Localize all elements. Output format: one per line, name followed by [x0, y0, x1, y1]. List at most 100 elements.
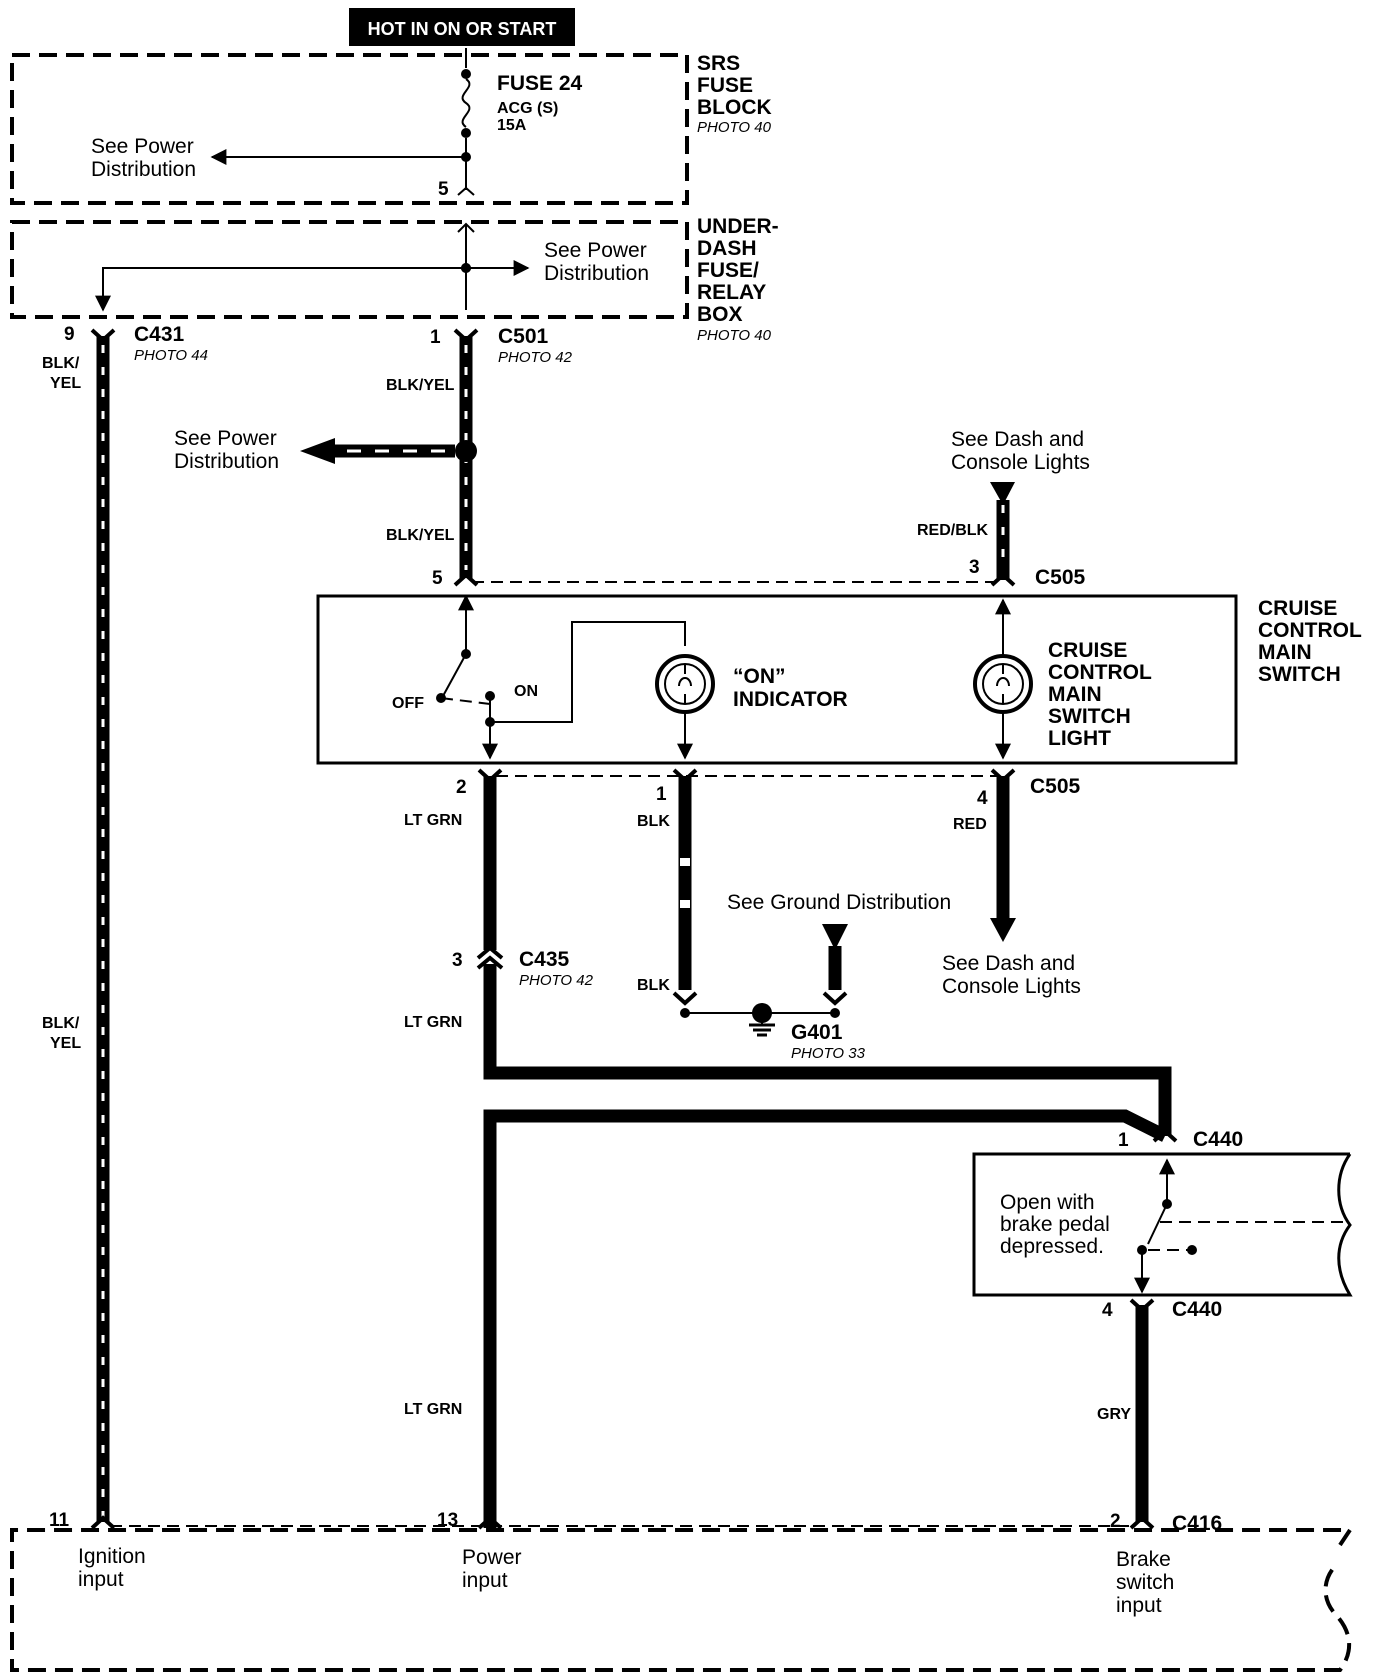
- svg-text:Distribution: Distribution: [91, 158, 196, 181]
- hot-label: HOT IN ON OR START: [349, 8, 575, 46]
- svg-text:SWITCH: SWITCH: [1048, 705, 1131, 728]
- svg-text:PHOTO 44: PHOTO 44: [134, 347, 208, 364]
- svg-text:RELAY: RELAY: [697, 281, 766, 304]
- svg-text:G401: G401: [791, 1021, 843, 1044]
- svg-text:C435: C435: [519, 948, 570, 971]
- svg-text:1: 1: [430, 327, 441, 348]
- svg-text:PHOTO 40: PHOTO 40: [697, 327, 772, 344]
- svg-text:2: 2: [456, 777, 467, 798]
- svg-text:brake pedal: brake pedal: [1000, 1213, 1110, 1236]
- svg-text:ACG (S): ACG (S): [497, 100, 558, 117]
- svg-text:input: input: [1116, 1594, 1162, 1617]
- svg-text:Power: Power: [462, 1546, 522, 1569]
- svg-text:input: input: [78, 1568, 124, 1591]
- svg-text:YEL: YEL: [50, 1035, 81, 1052]
- svg-text:depressed.: depressed.: [1000, 1235, 1104, 1258]
- svg-text:BLK/: BLK/: [42, 355, 80, 372]
- svg-text:LT GRN: LT GRN: [404, 1014, 462, 1031]
- svg-text:BLK/YEL: BLK/YEL: [386, 377, 455, 394]
- svg-text:3: 3: [452, 950, 463, 971]
- svg-text:C440: C440: [1172, 1298, 1222, 1321]
- svg-text:C416: C416: [1172, 1512, 1222, 1535]
- svg-text:SWITCH: SWITCH: [1258, 663, 1341, 686]
- svg-text:Ignition: Ignition: [78, 1545, 146, 1568]
- svg-text:C505: C505: [1035, 566, 1086, 589]
- underdash-fuse-relay-box: See Power Distribution UNDER- DASH FUSE/…: [10, 215, 779, 344]
- svg-text:See Dash and: See Dash and: [951, 428, 1084, 451]
- wire-blk-ground: BLK BLK See Ground Distribution G401 PHO…: [637, 776, 951, 1062]
- svg-text:5: 5: [438, 179, 449, 200]
- wire-blk-yel-mid: 1 C501 PHOTO 42 BLK/YEL BLK/YEL See Powe…: [174, 325, 573, 587]
- svg-text:9: 9: [64, 324, 75, 345]
- svg-text:input: input: [462, 1569, 508, 1592]
- svg-text:RED/BLK: RED/BLK: [917, 522, 989, 539]
- switch-on-label: ON: [514, 683, 538, 700]
- svg-text:Distribution: Distribution: [174, 450, 279, 473]
- svg-text:PHOTO 42: PHOTO 42: [519, 972, 594, 989]
- fuse-name: FUSE 24: [497, 72, 583, 95]
- svg-text:C505: C505: [1030, 775, 1081, 798]
- svg-text:Open with: Open with: [1000, 1191, 1095, 1214]
- svg-text:CONTROL: CONTROL: [1258, 619, 1362, 642]
- svg-text:Console Lights: Console Lights: [951, 451, 1090, 474]
- brake-switch: 1 C440 Open with brake pedal depressed. …: [972, 1128, 1353, 1535]
- svg-text:“ON”: “ON”: [733, 665, 786, 688]
- svg-text:SRS: SRS: [697, 52, 740, 75]
- wire-red-blk: See Dash and Console Lights RED/BLK: [917, 428, 1090, 587]
- srs-fuse-block: FUSE 24 ACG (S) 15A See Power Distributi…: [10, 48, 772, 205]
- svg-text:See Power: See Power: [544, 239, 647, 262]
- svg-text:11: 11: [49, 1510, 70, 1531]
- svg-text:See Ground Distribution: See Ground Distribution: [727, 891, 951, 914]
- svg-text:CRUISE: CRUISE: [1258, 597, 1337, 620]
- svg-text:2: 2: [1110, 1511, 1121, 1532]
- svg-text:HOT IN ON OR START: HOT IN ON OR START: [368, 19, 557, 39]
- svg-text:CRUISE: CRUISE: [1048, 639, 1127, 662]
- svg-text:BLK/: BLK/: [42, 1015, 80, 1032]
- wire-blk-yel-left: 9 C431 PHOTO 44 BLK/ YEL BLK/ YEL: [42, 323, 208, 1530]
- svg-text:1: 1: [656, 784, 667, 805]
- switch-off-label: OFF: [392, 695, 424, 712]
- control-unit-inputs: 11 Ignition input Power input Brake swit…: [10, 1510, 1354, 1672]
- svg-text:4: 4: [1102, 1300, 1113, 1321]
- svg-text:MAIN: MAIN: [1048, 683, 1102, 706]
- cruise-control-main-switch: OFF ON “ON” INDICATOR CRUISE CONTROL MAI…: [316, 594, 1362, 765]
- svg-text:MAIN: MAIN: [1258, 641, 1312, 664]
- svg-text:UNDER-: UNDER-: [697, 215, 779, 238]
- svg-text:LT GRN: LT GRN: [404, 812, 462, 829]
- svg-text:RED: RED: [953, 816, 987, 833]
- svg-text:PHOTO 42: PHOTO 42: [498, 349, 573, 366]
- svg-text:BLK/YEL: BLK/YEL: [386, 527, 455, 544]
- svg-text:PHOTO 40: PHOTO 40: [697, 119, 772, 136]
- svg-text:FUSE/: FUSE/: [697, 259, 759, 282]
- svg-text:CONTROL: CONTROL: [1048, 661, 1152, 684]
- svg-text:1: 1: [1118, 1130, 1129, 1151]
- wire-red: RED See Dash and Console Lights: [942, 776, 1081, 998]
- svg-text:See Power: See Power: [174, 427, 277, 450]
- svg-text:See Power: See Power: [91, 135, 194, 158]
- svg-text:4: 4: [977, 788, 988, 809]
- svg-text:YEL: YEL: [50, 375, 81, 392]
- wire-lt-grn-power: LT GRN 13: [404, 1109, 1168, 1531]
- svg-text:Console Lights: Console Lights: [942, 975, 1081, 998]
- svg-text:C440: C440: [1193, 1128, 1243, 1151]
- svg-text:15A: 15A: [497, 117, 527, 134]
- svg-text:LT GRN: LT GRN: [404, 1401, 462, 1418]
- svg-text:See Dash and: See Dash and: [942, 952, 1075, 975]
- svg-text:switch: switch: [1116, 1571, 1174, 1594]
- svg-text:DASH: DASH: [697, 237, 757, 260]
- svg-text:FUSE: FUSE: [697, 74, 753, 97]
- svg-text:BLK: BLK: [637, 813, 670, 830]
- svg-text:5: 5: [432, 568, 443, 589]
- svg-text:13: 13: [437, 1510, 458, 1531]
- svg-text:BLK: BLK: [637, 977, 670, 994]
- svg-text:BOX: BOX: [697, 303, 743, 326]
- svg-text:INDICATOR: INDICATOR: [733, 688, 848, 711]
- svg-text:Distribution: Distribution: [544, 262, 649, 285]
- connector-c505-top: 5 3 C505: [432, 557, 1086, 589]
- svg-text:C501: C501: [498, 325, 549, 348]
- svg-text:C431: C431: [134, 323, 185, 346]
- svg-text:BLOCK: BLOCK: [697, 96, 772, 119]
- connector-c505-bottom: 2 1 4 C505: [456, 768, 1081, 809]
- svg-text:LIGHT: LIGHT: [1048, 727, 1111, 750]
